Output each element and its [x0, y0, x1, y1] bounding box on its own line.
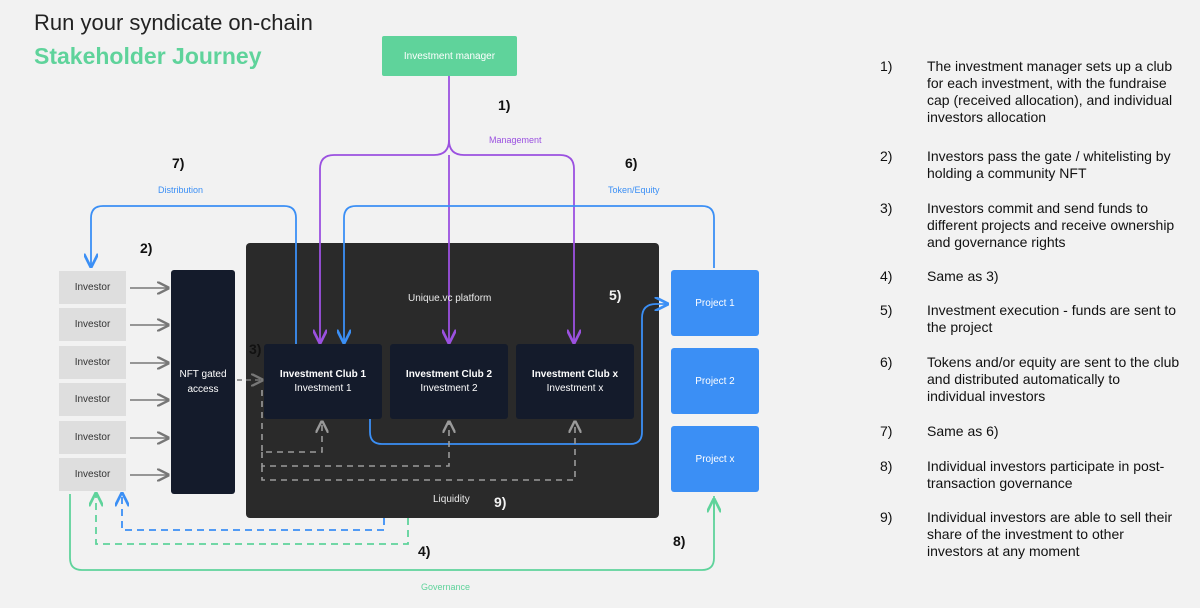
investor-box: Investor — [59, 308, 126, 341]
step-text: Individual investors are able to sell th… — [927, 509, 1173, 559]
token-equity-arrow — [344, 205, 715, 342]
investor-box: Investor — [59, 421, 126, 454]
step-number: 7) — [880, 423, 893, 439]
liquidity-return-arrow — [122, 494, 385, 531]
marker-9: 9) — [494, 494, 507, 510]
liquidity-arrows — [261, 390, 575, 481]
project-x-box: Project x — [671, 426, 759, 492]
governance-arrow — [69, 494, 715, 571]
execution-arrow — [369, 304, 667, 445]
step-text: Same as 3) — [927, 268, 999, 284]
page-title: Run your syndicate on-chain — [34, 10, 313, 35]
step-number: 5) — [880, 302, 893, 318]
platform-label: Unique.vc platform — [408, 293, 492, 304]
club-name: Investment Club 1 — [279, 368, 367, 380]
management-arrows — [320, 76, 574, 342]
page-subtitle: Stakeholder Journey — [34, 43, 262, 69]
club-investment: Investment 1 — [294, 382, 352, 394]
step-number: 6) — [880, 354, 893, 370]
marker-1: 1) — [498, 97, 511, 113]
distribution-arrow — [91, 205, 297, 344]
investment-club-2: Investment Club 2 Investment 2 — [390, 344, 508, 419]
marker-2: 2) — [140, 240, 153, 256]
marker-3: 3) — [249, 341, 262, 357]
investment-club-x: Investment Club x Investment x — [516, 344, 634, 419]
step-text: Tokens and/or equity are sent to the clu… — [927, 354, 1180, 404]
step-number: 4) — [880, 268, 893, 284]
step-number: 2) — [880, 148, 893, 164]
step-text: Investors pass the gate / whitelisting b… — [927, 148, 1171, 181]
step-number: 9) — [880, 509, 893, 525]
step-text: Investors commit and send funds to diffe… — [927, 200, 1175, 250]
governance-label: Governance — [421, 582, 471, 592]
step-text: The investment manager sets up a club fo… — [927, 58, 1173, 125]
investment-manager-box: Investment manager — [382, 36, 517, 76]
project-1-box: Project 1 — [671, 270, 759, 336]
distribution-label: Distribution — [158, 185, 204, 195]
investor-box: Investor — [59, 271, 126, 304]
management-label: Management — [489, 135, 542, 145]
liquidity-label: Liquidity — [433, 494, 470, 505]
nft-gated-access-box: NFT gated access — [171, 270, 235, 494]
project-2-box: Project 2 — [671, 348, 759, 414]
step-text: Investment execution - funds are sent to… — [927, 302, 1177, 335]
step-number: 8) — [880, 458, 893, 474]
step-number: 3) — [880, 200, 893, 216]
investor-box: Investor — [59, 458, 126, 491]
investor-box: Investor — [59, 346, 126, 379]
investor-arrows — [130, 288, 168, 475]
club-name: Investment Club x — [531, 368, 619, 380]
marker-7: 7) — [172, 155, 185, 171]
step-text: Individual investors participate in post… — [927, 458, 1165, 491]
governance-dashed-arrow — [96, 494, 409, 545]
club-investment: Investment x — [546, 382, 604, 394]
investor-box: Investor — [59, 383, 126, 416]
marker-6: 6) — [625, 155, 638, 171]
step-number: 1) — [880, 58, 893, 74]
token-equity-label: Token/Equity — [608, 185, 660, 195]
step-text: Same as 6) — [927, 423, 999, 439]
marker-5: 5) — [609, 287, 622, 303]
marker-8: 8) — [673, 533, 686, 549]
club-investment: Investment 2 — [420, 382, 478, 394]
marker-4: 4) — [418, 543, 431, 559]
club-name: Investment Club 2 — [405, 368, 493, 380]
investment-club-1: Investment Club 1 Investment 1 — [264, 344, 382, 419]
